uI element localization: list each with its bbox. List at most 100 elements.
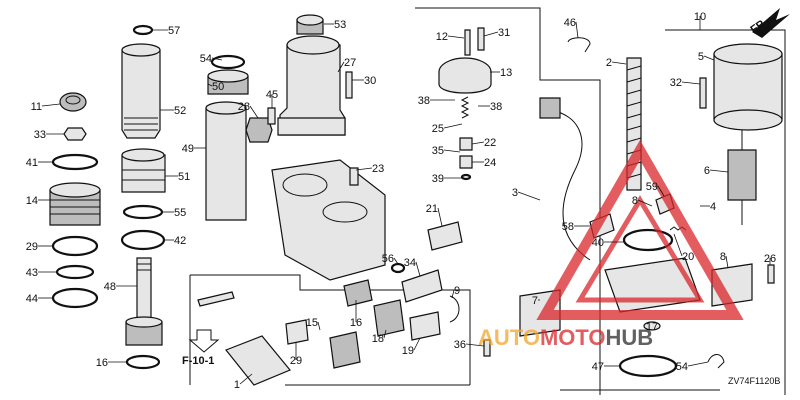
callout-leaders [38, 16, 771, 385]
leader-line [393, 257, 399, 265]
callout-3: 3 [512, 187, 518, 199]
part-3-harness [549, 109, 591, 261]
part-20-valve [401, 269, 443, 303]
part-16b-plug [285, 319, 309, 345]
part-31-bolt [477, 27, 485, 51]
callout-19: 19 [402, 345, 414, 357]
callout-42: 42 [174, 235, 186, 247]
callout-54: 54 [200, 53, 212, 65]
part-11-cap [59, 92, 87, 112]
callout-25: 25 [432, 123, 444, 135]
callout-8: 8 [632, 195, 638, 207]
leader-line [451, 289, 455, 299]
leader-line [415, 261, 421, 277]
callout-20: 20 [682, 251, 694, 263]
part-42-oring [51, 235, 99, 257]
callout-54: 54 [676, 361, 688, 373]
callout-36: 36 [454, 339, 466, 351]
callout-52: 52 [174, 105, 186, 117]
leader-line [637, 199, 653, 207]
leader-line [437, 207, 443, 227]
part-45-screw [267, 107, 276, 125]
part-17-plug [409, 311, 441, 341]
callout-1: 1 [234, 379, 240, 391]
leader-line [703, 55, 715, 61]
callout-38: 38 [490, 101, 502, 113]
leader-line [337, 61, 345, 73]
callout-40: 40 [592, 237, 604, 249]
callout-59: 59 [646, 181, 658, 193]
part-33-nut [63, 127, 87, 141]
callout-27: 27 [344, 57, 356, 69]
part-46-clip [567, 37, 591, 53]
callout-33: 33 [34, 129, 46, 141]
leader-line [681, 81, 701, 85]
ref-label: F-10-1 [182, 355, 214, 367]
callout-16: 16 [96, 357, 108, 369]
callout-48: 48 [104, 281, 116, 293]
fr-arrow-icon [752, 8, 790, 38]
callout-11: 11 [31, 101, 42, 113]
leader-line [725, 255, 729, 269]
callout-30: 30 [364, 75, 376, 87]
leader-line [657, 185, 665, 197]
callout-12: 12 [436, 31, 448, 43]
part-4-base [604, 257, 701, 313]
part-19-valve [329, 331, 361, 369]
watermark-triangle [536, 139, 744, 320]
part-44-oring [51, 287, 99, 309]
part-18-spool [373, 299, 405, 337]
leader-line [483, 31, 499, 37]
callout-24: 24 [484, 157, 496, 169]
callout-39: 39 [432, 173, 444, 185]
callout-29: 29 [290, 355, 302, 367]
callout-8: 8 [720, 251, 726, 263]
callout-45: 45 [266, 89, 278, 101]
callout-4: 4 [710, 201, 716, 213]
callout-35: 35 [432, 145, 444, 157]
leader-line [673, 233, 683, 257]
leader-line [447, 35, 465, 39]
leader-line [41, 103, 61, 107]
callout-5: 5 [698, 51, 704, 63]
leader-line [207, 83, 213, 87]
callout-15: 15 [306, 317, 318, 329]
part-41-oring [51, 153, 99, 171]
left-parts [49, 24, 249, 370]
callout-26: 26 [764, 253, 776, 265]
part-16-plug [343, 279, 373, 307]
callout-51: 51 [178, 171, 190, 183]
part-43-oring [55, 264, 95, 280]
part-39-oring [460, 173, 472, 181]
callout-23: 23 [372, 163, 384, 175]
leader-line [443, 123, 463, 129]
callout-44: 44 [26, 293, 38, 305]
part-40-oring [622, 228, 674, 252]
center-parts [197, 14, 492, 386]
part-37-oring [618, 354, 678, 378]
callout-57: 57 [168, 25, 180, 37]
part-15-bolt [197, 291, 235, 307]
part-54-top-ring [210, 54, 246, 70]
callout-22: 22 [484, 137, 496, 149]
leader-line [687, 361, 709, 367]
callout-43: 43 [26, 267, 38, 279]
part-34-oring [390, 262, 406, 274]
leader-line [575, 21, 579, 39]
callout-14: 14 [26, 195, 38, 207]
leader-line [355, 167, 373, 171]
part-30-bolt [345, 71, 353, 99]
callout-58: 58 [562, 221, 574, 233]
diagram-code: ZV74F1120B [728, 376, 780, 386]
leader-line [413, 337, 421, 351]
callout-28: 28 [238, 101, 250, 113]
part-55-oring [122, 204, 164, 220]
leader-line [709, 169, 729, 173]
part-25-spring [460, 96, 470, 119]
part-48-rod [136, 257, 152, 323]
watermark-text: AUTOMOTOHUB [478, 325, 653, 350]
callout-18: 18 [372, 333, 384, 345]
part-56-oring [120, 229, 166, 251]
callout-55: 55 [174, 207, 186, 219]
